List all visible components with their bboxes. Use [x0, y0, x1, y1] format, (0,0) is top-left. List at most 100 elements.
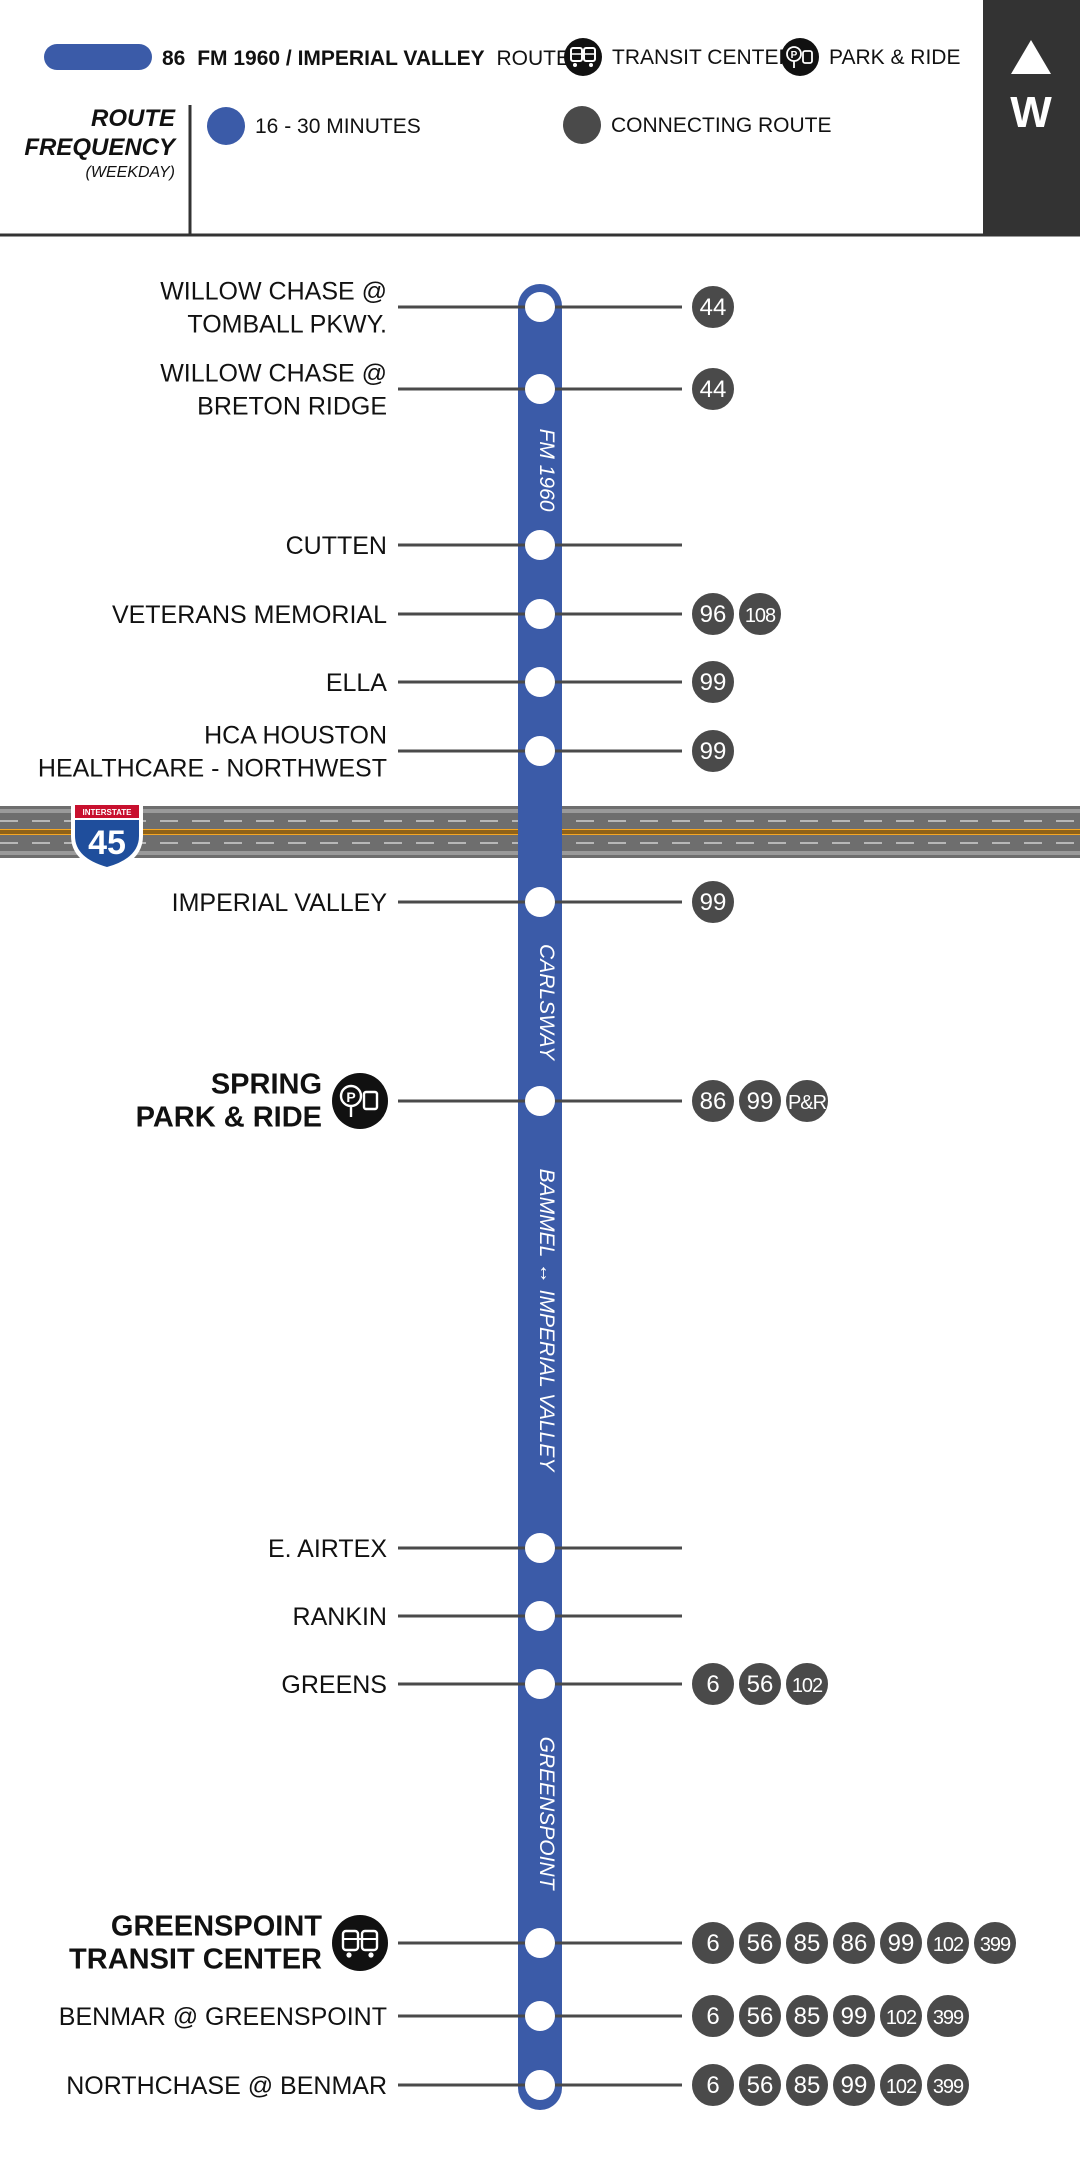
connecting-route-badge	[831, 1993, 877, 2039]
stop-marker	[525, 1533, 555, 1563]
connecting-legend-label: CONNECTING ROUTE	[611, 114, 832, 137]
connecting-route-number: 102	[886, 2076, 917, 2098]
connecting-route-number: 6	[706, 2072, 719, 2099]
park-ride-icon: P	[781, 38, 819, 76]
connecting-route-badge	[690, 1993, 736, 2039]
route-swatch	[44, 44, 152, 70]
connecting-route-badge	[690, 1920, 736, 1966]
street-label-fm1960: FM 1960	[535, 429, 558, 512]
stop-name: SPRING	[211, 1069, 322, 1101]
connecting-route-number: 108	[745, 605, 776, 627]
frequency-swatch	[207, 107, 245, 145]
connecting-swatch	[563, 106, 601, 144]
stop-name: TOMBALL PKWY.	[187, 311, 387, 339]
connecting-route-badge	[690, 728, 736, 774]
park-ride-legend-label: PARK & RIDE	[829, 46, 960, 69]
connecting-route-number: 399	[980, 1934, 1011, 1956]
connecting-route-badge	[784, 1993, 830, 2039]
stop-name: IMPERIAL VALLEY	[172, 889, 388, 917]
stop-name: GREENSPOINT	[111, 1911, 322, 1943]
transit-center-icon	[564, 38, 602, 76]
connecting-route-number: 6	[706, 1671, 719, 1698]
connecting-route-number: 56	[747, 1930, 774, 1957]
stop-marker	[525, 1601, 555, 1631]
stop-marker	[525, 887, 555, 917]
park-ride-icon: P	[332, 1073, 388, 1129]
connecting-route-number: 6	[706, 2003, 719, 2030]
north-arrow-icon	[1011, 40, 1051, 74]
connecting-route-badge	[878, 1993, 924, 2039]
stop-marker	[525, 1086, 555, 1116]
svg-text:P: P	[791, 50, 798, 61]
stop-name: CUTTEN	[286, 532, 387, 560]
connecting-route-badge	[784, 2062, 830, 2108]
connecting-route-number: 56	[747, 2072, 774, 2099]
connecting-route-number: 99	[700, 738, 727, 765]
connecting-route-badge	[690, 659, 736, 705]
connecting-route-badge	[737, 1078, 783, 1124]
frequency-title-2: FREQUENCY	[24, 134, 177, 161]
legend: 86 FM 1960 / IMPERIAL VALLEY ROUTE TRANS…	[0, 0, 1080, 237]
stop: E. AIRTEX	[268, 1533, 682, 1563]
stop-name: RANKIN	[293, 1603, 387, 1631]
connecting-route-number: 102	[886, 2007, 917, 2029]
connecting-route-badge	[925, 2062, 971, 2108]
connecting-route-number: 86	[841, 1930, 868, 1957]
connecting-route-number: 56	[747, 1671, 774, 1698]
connecting-route-badge	[784, 1078, 830, 1124]
stop-name: GREENS	[281, 1671, 387, 1699]
stop-name: E. AIRTEX	[268, 1535, 387, 1563]
connecting-route-number: 102	[933, 1934, 964, 1956]
connecting-route-badge	[737, 2062, 783, 2108]
svg-text:INTERSTATE: INTERSTATE	[82, 808, 132, 817]
connecting-route-badge	[737, 1661, 783, 1707]
stop-name: ELLA	[326, 669, 387, 697]
frequency-subtitle: (WEEKDAY)	[86, 164, 175, 181]
connecting-route-badge	[690, 879, 736, 925]
stop-name: VETERANS MEMORIAL	[112, 601, 387, 629]
connecting-route-number: 99	[747, 1088, 774, 1115]
frequency-title-1: ROUTE	[91, 105, 176, 132]
stop-name: WILLOW CHASE @	[160, 360, 387, 388]
connecting-route-badge	[690, 591, 736, 637]
stop-name: PARK & RIDE	[136, 1102, 322, 1134]
connecting-route-badge	[925, 1993, 971, 2039]
connecting-route-number: 99	[841, 2072, 868, 2099]
stop-marker	[525, 599, 555, 629]
route-legend-label: 86 FM 1960 / IMPERIAL VALLEY ROUTE	[162, 47, 570, 70]
svg-text:P: P	[346, 1089, 355, 1105]
connecting-route-badge	[878, 2062, 924, 2108]
svg-text:45: 45	[88, 824, 126, 862]
stop: RANKIN	[293, 1601, 682, 1631]
connecting-route-badge	[737, 1993, 783, 2039]
connecting-route-number: 99	[841, 2003, 868, 2030]
stop-name: TRANSIT CENTER	[69, 1944, 322, 1976]
connecting-route-number: 85	[794, 2003, 821, 2030]
interstate-45-shield-icon: INTERSTATE 45	[71, 802, 143, 872]
compass-direction: W	[1010, 88, 1052, 137]
connecting-route-badge	[878, 1920, 924, 1966]
connecting-route-badge	[690, 1661, 736, 1707]
connecting-route-number: 399	[933, 2076, 964, 2098]
connecting-route-number: 399	[933, 2007, 964, 2029]
connecting-route-badge	[784, 1661, 830, 1707]
street-label-carlsway: CARLSWAY	[535, 944, 558, 1062]
stop-marker	[525, 530, 555, 560]
stop-name: NORTHCHASE @ BENMAR	[66, 2072, 387, 2100]
connecting-route-number: 44	[700, 376, 727, 403]
transit-center-icon	[332, 1915, 388, 1971]
connecting-route-badge	[690, 1078, 736, 1124]
connecting-route-badge	[737, 1920, 783, 1966]
street-label-bammel: BAMMEL ↔ IMPERIAL VALLEY	[535, 1169, 558, 1474]
connecting-route-number: 6	[706, 1930, 719, 1957]
stop-name: HCA HOUSTON	[204, 722, 387, 750]
